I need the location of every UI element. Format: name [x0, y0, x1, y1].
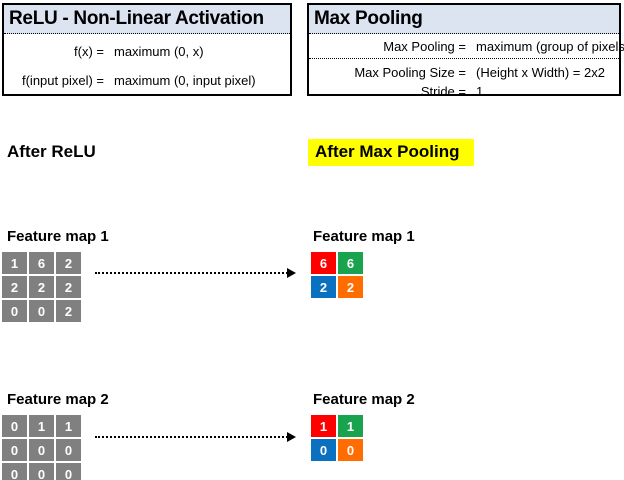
grid-cell: 0 — [2, 463, 27, 480]
formula-lhs: Stride = — [420, 83, 466, 99]
grid-cell: 0 — [29, 439, 54, 461]
grid-cell: 2 — [56, 300, 81, 322]
relu-formula-row: f(x) = maximum (0, x) — [4, 40, 290, 63]
feature-map-2-left-label: Feature map 2 — [7, 391, 109, 408]
grid-cell: 1 — [338, 415, 363, 437]
grid-cell: 1 — [2, 252, 27, 274]
grid-cell: 0 — [2, 415, 27, 437]
grid-cell: 2 — [338, 276, 363, 298]
feature-map-1-left-label: Feature map 1 — [7, 228, 109, 245]
dotted-arrow-icon — [95, 268, 296, 278]
maxpool-formula-row: Max Pooling = maximum (group of pixels) — [309, 34, 624, 59]
grid-cell: 1 — [311, 415, 336, 437]
grid-cell: 0 — [56, 463, 81, 480]
after-relu-heading: After ReLU — [7, 142, 96, 161]
formula-lhs: f(x) = — [74, 44, 104, 59]
grid-cell: 2 — [311, 276, 336, 298]
grid-cell: 2 — [56, 252, 81, 274]
grid-cell: 2 — [29, 276, 54, 298]
maxpool-info-box: Max Pooling Max Pooling = maximum (group… — [307, 3, 624, 99]
formula-rhs: maximum (0, input pixel) — [114, 73, 256, 88]
relu-box-title: ReLU - Non-Linear Activation — [4, 5, 290, 34]
grid-cell: 6 — [338, 252, 363, 274]
relu-formula-row: f(input pixel) = maximum (0, input pixel… — [4, 69, 290, 92]
after-max-pooling-heading: After Max Pooling — [308, 139, 474, 166]
formula-rhs: (Height x Width) = 2x2 — [476, 64, 605, 80]
grid-cell: 1 — [56, 415, 81, 437]
formula-lhs: Max Pooling = — [383, 39, 466, 54]
feature-map-1-right-label: Feature map 1 — [313, 228, 415, 245]
grid-cell: 0 — [2, 439, 27, 461]
formula-rhs: maximum (0, x) — [114, 44, 204, 59]
grid-cell: 0 — [311, 439, 336, 461]
formula-lhs: Max Pooling Size = — [354, 64, 466, 80]
grid-cell: 2 — [56, 276, 81, 298]
grid-cell: 0 — [338, 439, 363, 461]
grid-cell: 1 — [29, 415, 54, 437]
grid-cell: 0 — [56, 439, 81, 461]
maxpool-box-title: Max Pooling — [309, 5, 619, 34]
relu-info-box: ReLU - Non-Linear Activation f(x) = maxi… — [2, 3, 292, 96]
grid-cell: 2 — [2, 276, 27, 298]
feature-map-2-right-label: Feature map 2 — [313, 391, 415, 408]
maxpool-formula-row: Stride = 1 — [309, 80, 619, 100]
grid-cell: 0 — [29, 300, 54, 322]
maxpool-formula-row: Max Pooling Size = (Height x Width) = 2x… — [309, 59, 619, 80]
grid-cell: 6 — [29, 252, 54, 274]
grid-cell: 0 — [2, 300, 27, 322]
dotted-arrow-icon — [95, 432, 296, 442]
formula-rhs: maximum (group of pixels) — [476, 39, 624, 54]
formula-lhs: f(input pixel) = — [21, 73, 104, 88]
grid-cell: 0 — [29, 463, 54, 480]
grid-cell: 6 — [311, 252, 336, 274]
formula-rhs: 1 — [476, 83, 484, 99]
